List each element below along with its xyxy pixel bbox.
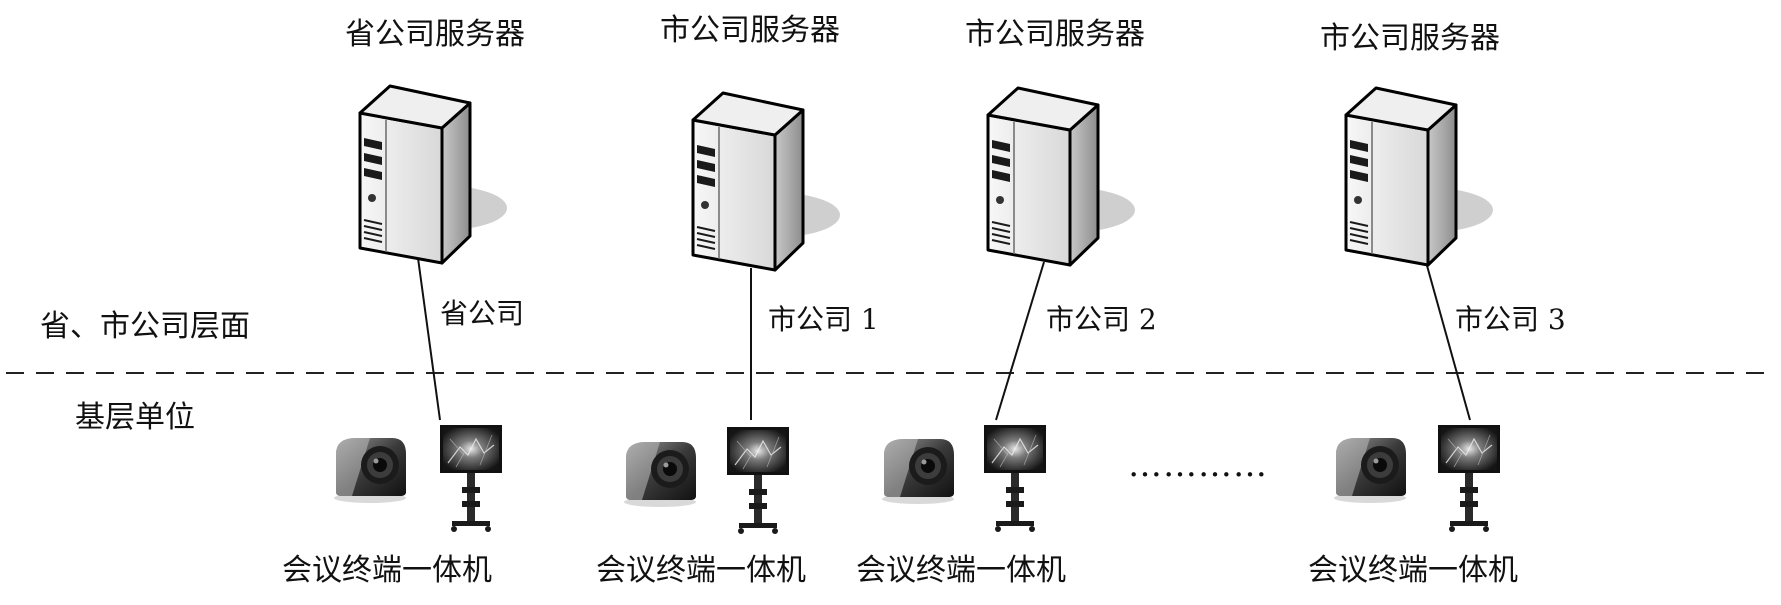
link-label: 市公司 3: [1455, 303, 1566, 336]
layer-label-lower: 基层单位: [75, 400, 195, 435]
layer-label-upper: 省、市公司层面: [40, 309, 250, 344]
terminal-label: 会议终端一体机: [596, 553, 806, 588]
display-icon: [439, 424, 503, 533]
display-icon: [983, 424, 1047, 533]
link-line-2: [995, 261, 1045, 421]
ellipsis: …………: [1128, 445, 1268, 485]
link-line-3: [1425, 261, 1471, 421]
server-title: 市公司服务器: [660, 13, 840, 48]
link-label: 省公司: [440, 297, 525, 330]
server-title: 省公司服务器: [345, 17, 525, 52]
display-icon: [1437, 424, 1501, 533]
camera-icon: [882, 439, 954, 504]
display-icon: [726, 426, 790, 535]
server-icon: [1344, 86, 1495, 267]
server-title: 市公司服务器: [965, 17, 1145, 52]
server-icon: [986, 86, 1137, 267]
terminal-label: 会议终端一体机: [856, 553, 1066, 588]
link-label: 市公司 1: [768, 303, 879, 336]
terminal-label: 会议终端一体机: [1308, 553, 1518, 588]
camera-icon: [334, 438, 406, 503]
server-icon: [358, 84, 509, 265]
link-line-0: [417, 257, 441, 421]
camera-icon: [1334, 438, 1406, 503]
link-label: 市公司 2: [1046, 303, 1157, 336]
camera-icon: [624, 442, 696, 507]
terminal-label: 会议终端一体机: [282, 553, 492, 588]
server-title: 市公司服务器: [1320, 21, 1500, 56]
server-icon: [691, 91, 842, 272]
